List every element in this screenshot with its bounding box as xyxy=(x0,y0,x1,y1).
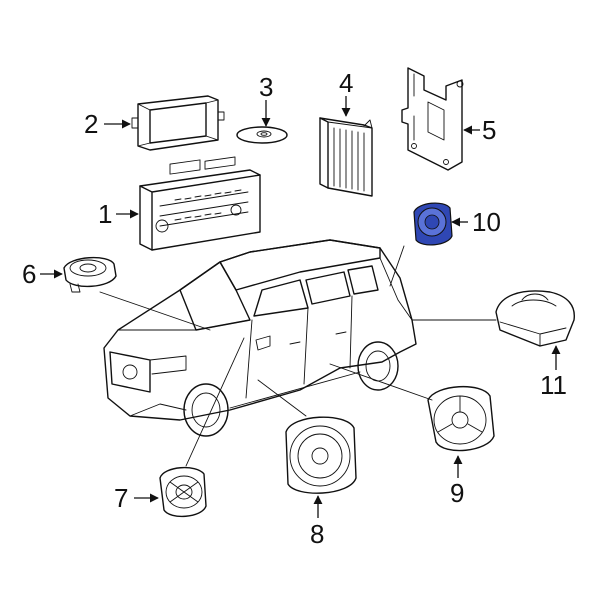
part-6-tweeter[interactable] xyxy=(63,257,117,293)
callout-10: 10 xyxy=(472,207,501,237)
callout-1: 1 xyxy=(98,199,113,229)
part-4-amplifier[interactable] xyxy=(319,117,373,197)
callout-8: 8 xyxy=(310,519,325,549)
callout-5: 5 xyxy=(482,115,497,145)
part-5-bracket[interactable] xyxy=(401,67,464,171)
part-8-woofer[interactable] xyxy=(285,416,357,494)
callout-3: 3 xyxy=(259,72,274,102)
callout-7: 7 xyxy=(114,483,129,513)
callout-4: 4 xyxy=(339,68,354,98)
callout-9: 9 xyxy=(450,478,465,508)
callout-11: 11 xyxy=(540,370,567,400)
part-10-speaker-highlighted[interactable] xyxy=(413,202,453,246)
part-11-module[interactable] xyxy=(495,290,575,347)
part-1-head-unit[interactable] xyxy=(139,156,261,251)
leader-lines xyxy=(40,96,561,518)
part-7-speaker[interactable] xyxy=(159,467,207,517)
part-9-speaker-grille[interactable] xyxy=(427,385,495,452)
callout-2: 2 xyxy=(84,109,99,139)
callout-6: 6 xyxy=(22,259,37,289)
part-2-display-unit[interactable] xyxy=(131,95,225,151)
vehicle-outline xyxy=(103,239,417,437)
part-3-disc[interactable] xyxy=(236,126,288,144)
